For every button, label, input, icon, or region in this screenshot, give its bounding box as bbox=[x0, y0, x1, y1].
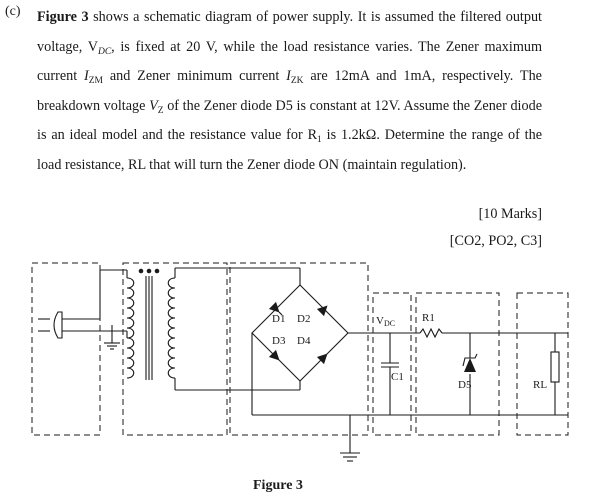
question-label: (c) bbox=[5, 4, 21, 19]
ac-source-block bbox=[31, 262, 101, 436]
load-resistor-rl-icon bbox=[520, 333, 568, 416]
zener-d5-icon bbox=[462, 333, 478, 415]
rectifier-block bbox=[229, 262, 369, 436]
bridge-diode-icons bbox=[268, 301, 328, 365]
marks-text: [10 Marks] bbox=[478, 206, 542, 222]
load-block bbox=[516, 292, 569, 436]
ac-plug-icon bbox=[38, 269, 128, 343]
diode-d2-icon bbox=[316, 305, 328, 317]
regulator-block bbox=[415, 292, 500, 436]
transformer-dots-icon bbox=[138, 268, 160, 274]
filter-capacitor bbox=[372, 332, 420, 415]
ground-icon bbox=[340, 415, 360, 462]
label-d3: D3 bbox=[272, 335, 286, 347]
label-r1: R1 bbox=[422, 312, 435, 324]
diode-d1-icon bbox=[268, 301, 280, 313]
diode-d4-icon bbox=[316, 353, 328, 365]
block-outlines bbox=[31, 262, 569, 436]
figure-reference: Figure 3 bbox=[37, 9, 89, 25]
label-c1: C1 bbox=[391, 371, 404, 383]
label-vdc: VDC bbox=[376, 315, 395, 328]
label-d4: D4 bbox=[297, 335, 311, 347]
resistor-r1-icon bbox=[419, 327, 443, 339]
bridge-rectifier bbox=[251, 268, 520, 416]
course-outcomes-text: [CO2, PO2, C3] bbox=[449, 233, 542, 249]
transformer-block bbox=[122, 262, 228, 436]
label-rl: RL bbox=[533, 379, 547, 391]
plug-ground-icon bbox=[104, 342, 120, 350]
label-d5: D5 bbox=[458, 379, 472, 391]
label-d1: D1 bbox=[272, 313, 285, 325]
figure-caption: Figure 3 bbox=[253, 478, 303, 493]
diode-d3-icon bbox=[268, 349, 280, 361]
zener-d5-triangle-icon bbox=[464, 358, 476, 372]
transformer-icon bbox=[126, 267, 300, 391]
question-text: Figure 3 shows a schematic diagram of po… bbox=[37, 9, 542, 173]
label-d2: D2 bbox=[297, 313, 310, 325]
marks-block: [10 Marks] [CO2, PO2, C3] bbox=[450, 201, 542, 255]
